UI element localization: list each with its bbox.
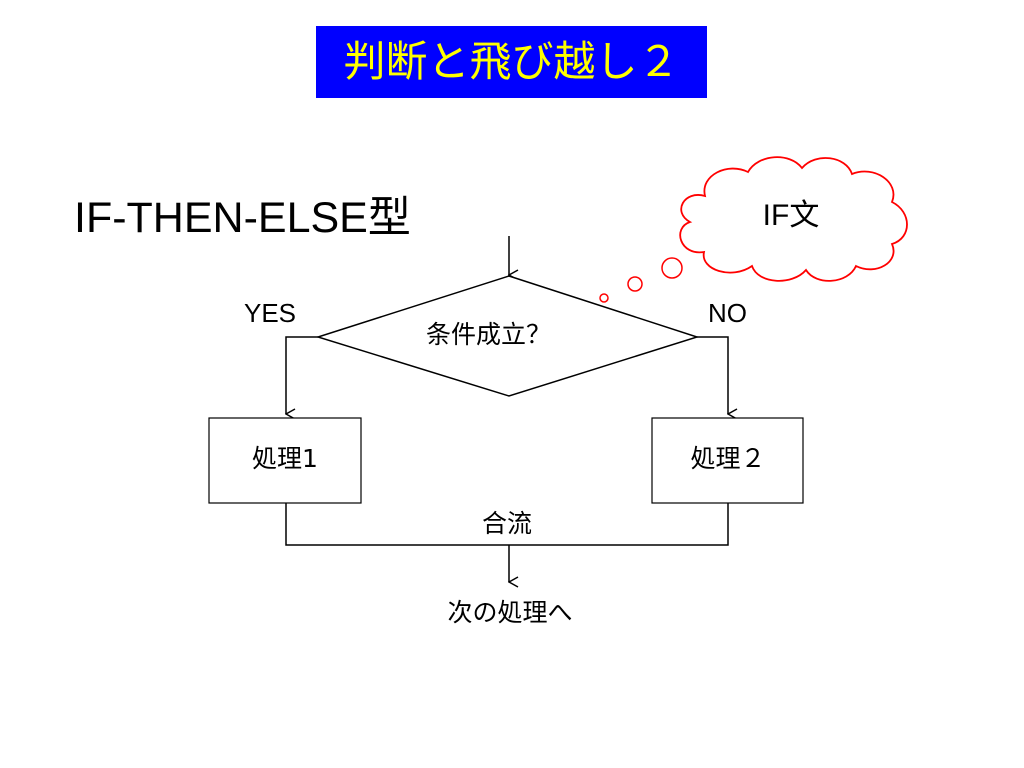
thought-bubble-cloud (679, 156, 908, 282)
thought-trail-circle-small (599, 293, 609, 303)
process-2-label: 処理２ (690, 444, 766, 473)
thought-trail-circle-medium (627, 276, 643, 292)
slide-subtitle: IF-THEN-ELSE型 (74, 194, 411, 242)
thought-bubble-text: IF文 (762, 199, 820, 232)
process-1-label: 処理1 (252, 444, 318, 473)
condition-label: 条件成立？ (426, 320, 552, 349)
merge-label: 合流 (481, 509, 532, 538)
yes-branch-line (286, 336, 318, 414)
process-2-box (651, 417, 804, 504)
next-step-label: 次の処理へ (447, 598, 573, 627)
slide-title: 判断と飛び越し２ (316, 26, 707, 98)
no-branch-label: NO (708, 298, 747, 328)
decision-diamond (315, 275, 700, 397)
process-1-box (208, 417, 362, 504)
merge-line (285, 503, 729, 546)
no-branch-line (697, 336, 728, 414)
thought-trail-circle-large (661, 257, 683, 279)
yes-branch-label: YES (244, 298, 297, 328)
